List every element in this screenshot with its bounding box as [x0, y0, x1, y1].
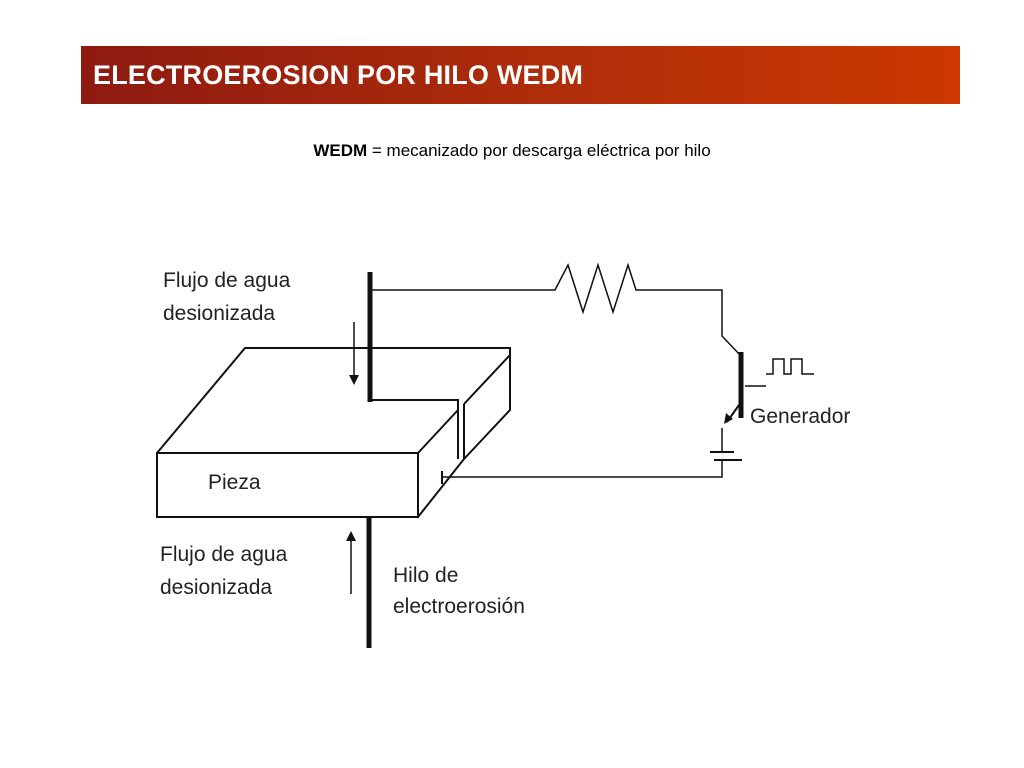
circuit	[372, 262, 814, 484]
water-flow-bottom-label-line2: desionizada	[160, 576, 272, 599]
workpiece-block	[156, 347, 511, 518]
title-bar: ELECTROEROSION POR HILO WEDM	[81, 46, 960, 104]
emitter-arrow-icon	[724, 413, 733, 424]
pulse-signal-icon	[766, 358, 814, 375]
subtitle: WEDM = mecanizado por descarga eléctrica…	[0, 141, 1024, 161]
wire-label-line1: Hilo de	[393, 564, 458, 587]
water-flow-top-label-line2: desionizada	[163, 302, 275, 325]
subtitle-definition: = mecanizado por descarga eléctrica por …	[367, 141, 711, 160]
workpiece-label: Pieza	[208, 471, 261, 494]
wire-label-line2: electroerosión	[393, 595, 525, 618]
page-title: ELECTROEROSION POR HILO WEDM	[93, 59, 584, 90]
generator-label: Generador	[750, 405, 850, 428]
subtitle-term: WEDM	[313, 141, 368, 160]
water-flow-bottom-label-line1: Flujo de agua	[160, 543, 288, 566]
water-flow-top-label-line1: Flujo de agua	[163, 269, 291, 292]
